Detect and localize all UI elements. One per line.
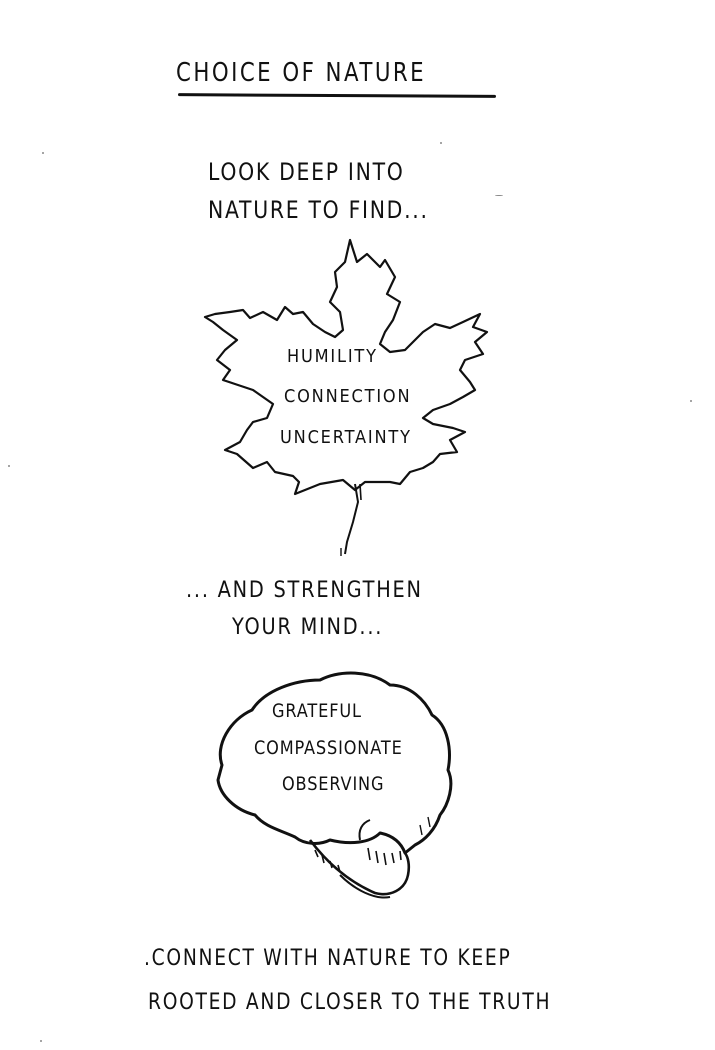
paper-speck — [690, 400, 692, 402]
intro-line-2: nature to find... — [208, 196, 429, 224]
maple-leaf-icon — [203, 238, 489, 556]
paper-speck — [440, 142, 442, 144]
leaf-word-humility: Humility — [287, 346, 378, 367]
brain-word-grateful: Grateful — [272, 700, 362, 722]
outro-line-1: .Connect with nature to keep — [144, 946, 512, 971]
title-underline — [177, 93, 497, 98]
paper-speck — [8, 465, 10, 467]
middle-line-2: your mind... — [232, 615, 384, 640]
page-title: Choice of Nature — [176, 58, 427, 88]
paper-speck — [42, 152, 44, 154]
middle-line-1: ... and strengthen — [186, 578, 423, 603]
leaf-word-uncertainty: Uncertainty — [280, 427, 412, 448]
brain-word-compassionate: Compassionate — [254, 737, 403, 759]
brain-icon — [216, 671, 453, 899]
outro-line-2: rooted and closer to the truth — [148, 990, 552, 1015]
leaf-word-connection: Connection — [284, 386, 412, 407]
paper-speck — [495, 195, 503, 196]
paper-speck — [40, 1040, 42, 1042]
brain-word-observing: Observing — [282, 773, 385, 795]
intro-line-1: Look deep into — [208, 158, 405, 186]
